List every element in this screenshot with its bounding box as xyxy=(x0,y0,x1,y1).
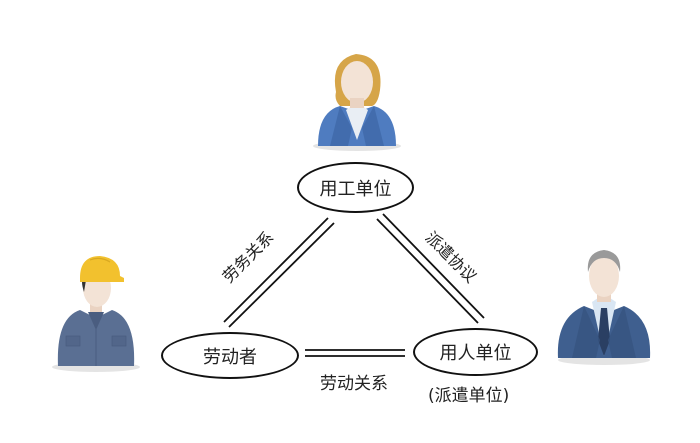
node-worker-label: 劳动者 xyxy=(203,346,257,368)
node-employer-unit-label: 用人单位 xyxy=(439,343,512,364)
edge-left-top-line-1 xyxy=(223,217,329,323)
node-employer-unit: 用人单位 xyxy=(413,328,538,376)
edge-right-top-line-1 xyxy=(376,218,479,324)
construction-worker-icon xyxy=(52,256,140,372)
node-employing-unit-label: 用工单位 xyxy=(319,178,392,200)
edge-left-top-line-2 xyxy=(228,222,335,328)
node-worker: 劳动者 xyxy=(161,332,299,379)
edge-right-top-line-2 xyxy=(382,213,485,319)
businesswoman-icon xyxy=(313,54,401,151)
businessman-icon xyxy=(557,250,651,365)
node-employing-unit: 用工单位 xyxy=(297,162,414,213)
node-employer-unit-sublabel: (派遣单位) xyxy=(428,386,510,406)
edge-left-right-label: 劳动关系 xyxy=(320,374,388,394)
